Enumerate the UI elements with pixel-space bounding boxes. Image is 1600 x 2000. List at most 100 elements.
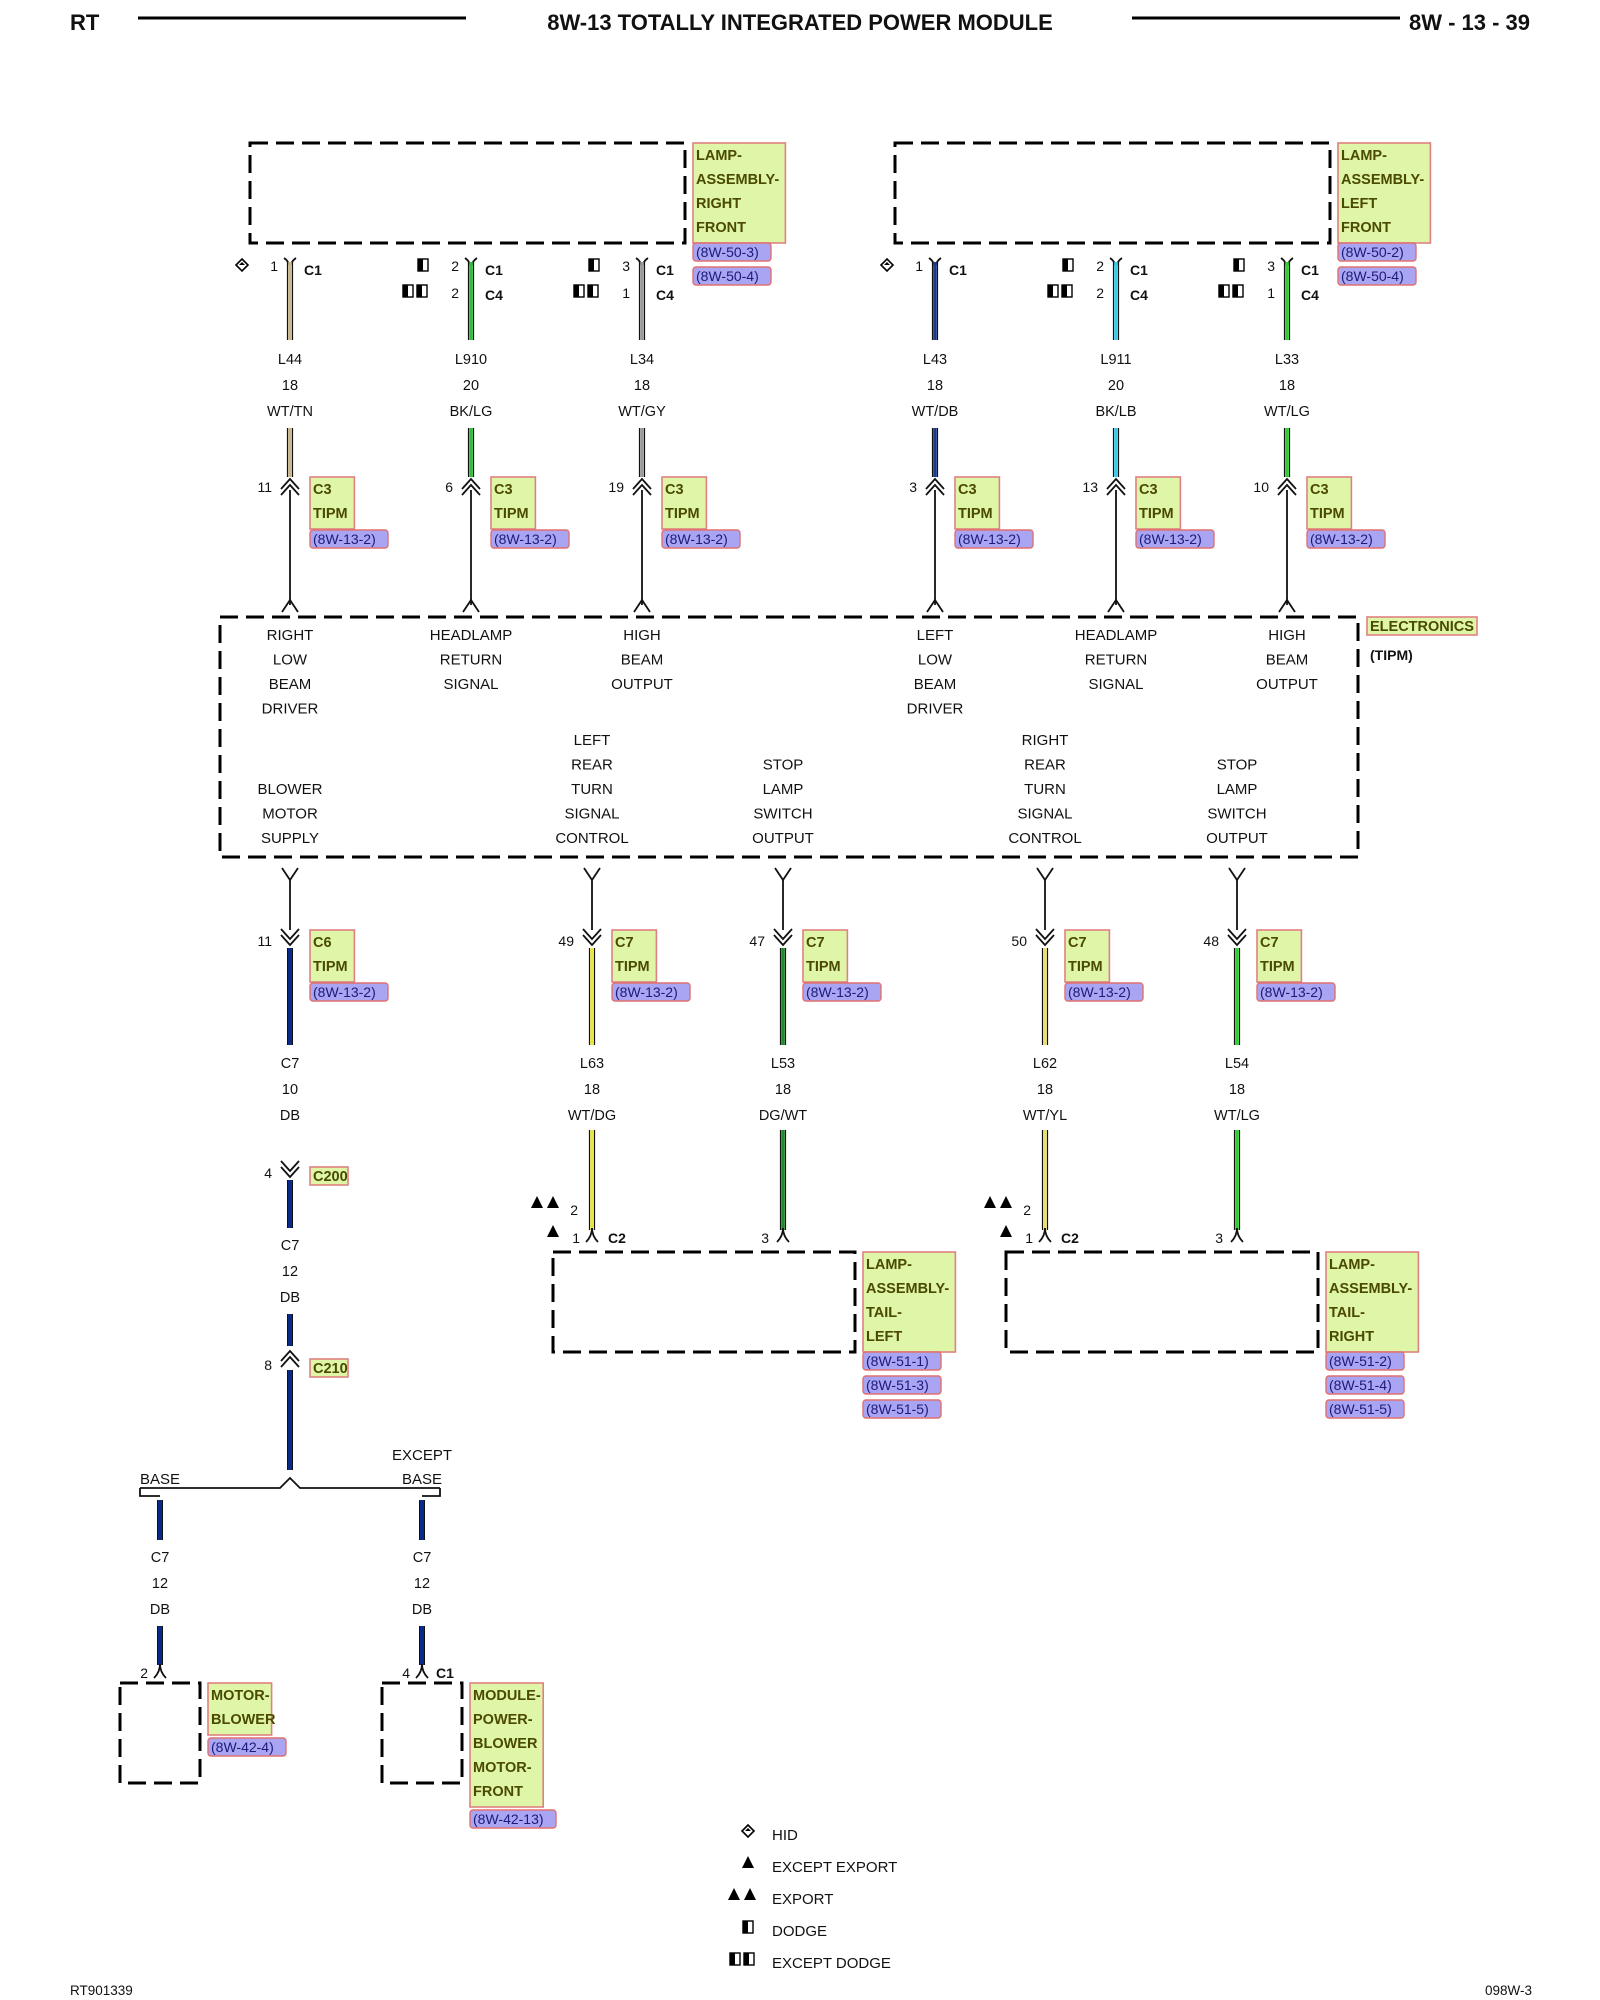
wire-color: WT/YL — [1023, 1108, 1067, 1124]
lamp-assembly-left-front-box — [893, 141, 1332, 245]
tipm-function-word: OUTPUT — [611, 676, 673, 693]
splice-tick — [422, 1488, 441, 1497]
tipm-connector-ref-bg — [1306, 529, 1386, 549]
tail-lamp-ref-bg — [862, 1399, 942, 1419]
tipm-function-word: BEAM — [1266, 652, 1309, 669]
tipm-pin-mark — [633, 598, 651, 613]
connector-chevron — [773, 928, 793, 941]
triangle-icon — [531, 1196, 543, 1208]
tail-lamp-label-line: LAMP- — [1329, 1257, 1375, 1273]
tipm-pin-mark — [281, 598, 299, 613]
tipm-function-word: REAR — [571, 757, 613, 774]
splice-bus — [140, 1476, 440, 1489]
tail-lamp-label-line: TAIL- — [1329, 1305, 1365, 1321]
tail-pin-number: 3 — [1215, 1230, 1223, 1246]
connector-chevron — [280, 1355, 300, 1368]
tipm-connector-line: TIPM — [958, 506, 993, 522]
tipm-connector-line: TIPM — [1139, 506, 1174, 522]
triangle-icon — [1000, 1196, 1012, 1208]
tipm-function-word: MOTOR — [262, 806, 318, 823]
tipm-connector-tag — [611, 929, 658, 983]
top-component-ref-bg — [1337, 266, 1417, 286]
lamp-connector-name: C1 — [949, 262, 967, 278]
tipm-connector-line: TIPM — [313, 506, 348, 522]
connector-chevron — [280, 1160, 300, 1173]
lamp-connector-name: C1 — [1130, 262, 1148, 278]
module-power-blower-label-line: BLOWER — [473, 1736, 538, 1752]
dodge-icon-fill — [417, 285, 422, 297]
dodge-icon-fill — [744, 1953, 749, 1965]
tipm-function-word: LAMP — [1217, 781, 1258, 798]
tipm-pin-mark — [281, 867, 299, 882]
tipm-pin-number: 3 — [909, 479, 917, 495]
connector-chevron — [1106, 477, 1126, 490]
legend-text: EXCEPT DODGE — [772, 1955, 891, 1972]
tipm-function-labels: RIGHTLOWBEAMDRIVERHEADLAMPRETURNSIGNALHI… — [257, 627, 1317, 847]
tipm-connector-ref-bg — [309, 982, 389, 1002]
tail-lamp-label-line: LEFT — [866, 1329, 902, 1345]
tipm-function-word: BEAM — [914, 676, 957, 693]
tail-lamp-ref-bg — [1325, 1351, 1405, 1371]
tipm-connector-line: TIPM — [665, 506, 700, 522]
tipm-function-word: CONTROL — [1008, 830, 1081, 847]
module-power-blower-label-line: MODULE- — [473, 1688, 541, 1704]
connector-chevron — [1227, 928, 1247, 941]
connector-chevron — [1106, 483, 1126, 496]
tipm-label: ELECTRONICS — [1370, 619, 1474, 635]
tipm-function-word: LAMP — [763, 781, 804, 798]
tail-connector-name: C2 — [608, 1230, 626, 1246]
triangle-icon — [984, 1196, 996, 1208]
tail-pin-number: 1 — [1025, 1230, 1033, 1246]
tipm-connector-line: TIPM — [1310, 506, 1345, 522]
tail-lamp-ref-bg — [862, 1351, 942, 1371]
tipm-connector-line: TIPM — [313, 959, 348, 975]
wire-color: BK/LG — [450, 404, 493, 420]
tipm-pin-mark — [774, 867, 792, 882]
module-power-blower-label-line: POWER- — [473, 1712, 533, 1728]
wire-color: WT/GY — [618, 404, 666, 420]
tipm-connector-tag — [309, 929, 356, 983]
tipm-connector-tag — [1256, 929, 1303, 983]
tail-lamp-ref: (8W-51-3) — [866, 1377, 929, 1393]
wire-gauge: 20 — [1108, 378, 1124, 394]
module-power-blower-ref: (8W-42-13) — [473, 1811, 544, 1827]
lamp-pin-number: 2 — [451, 258, 459, 274]
lamp-assembly-tail-right-box — [1004, 1250, 1320, 1354]
tipm-pin-number: 11 — [257, 479, 272, 495]
top-component-label-line: ASSEMBLY- — [696, 172, 779, 188]
tail-pin-number: 2 — [570, 1202, 578, 1218]
tail-lamp-label-tag — [862, 1251, 957, 1353]
wire-color: WT/DG — [568, 1108, 616, 1124]
tail-lamp-labels: LAMP-ASSEMBLY-TAIL-LEFT(8W-51-1)(8W-51-3… — [531, 1196, 1420, 1419]
tipm-function-word: LEFT — [917, 627, 954, 644]
tipm-connector-ref: (8W-13-2) — [1139, 531, 1202, 547]
top-component-ref-bg — [692, 242, 772, 262]
tipm-connector-line: TIPM — [1068, 959, 1103, 975]
connector-chevron — [280, 483, 300, 496]
lamp-assembly-right-front-box — [248, 141, 687, 245]
connector-chevron — [925, 477, 945, 490]
tipm-connector-ref: (8W-13-2) — [958, 531, 1021, 547]
wire-circuit: L63 — [580, 1056, 604, 1072]
tipm-pin-number: 49 — [558, 933, 574, 949]
wire-gauge: 12 — [282, 1264, 298, 1280]
tipm-function-word: LOW — [273, 652, 308, 669]
motor-blower-ref-bg — [207, 1737, 287, 1757]
legend-text: DODGE — [772, 1923, 827, 1940]
tipm-pin-mark — [1107, 598, 1125, 613]
tipm-connector-ref-bg — [1064, 982, 1144, 1002]
tipm-connector-line: C7 — [1260, 935, 1279, 951]
lamp-pin-number: 1 — [915, 258, 923, 274]
tail-pin-number: 3 — [761, 1230, 769, 1246]
module-power-blower-box — [380, 1681, 464, 1785]
tipm-connector-ref: (8W-13-2) — [1068, 984, 1131, 1000]
lamp-connector-name: C1 — [304, 262, 322, 278]
wire-color: WT/LG — [1264, 404, 1310, 420]
tipm-function-word: HIGH — [1268, 627, 1306, 644]
wire-gauge: 18 — [634, 378, 650, 394]
wire-color: DG/WT — [759, 1108, 807, 1124]
tail-pin-number: 1 — [572, 1230, 580, 1246]
footer-right: 098W-3 — [1485, 1983, 1532, 1998]
tipm-function-word: RIGHT — [267, 627, 314, 644]
